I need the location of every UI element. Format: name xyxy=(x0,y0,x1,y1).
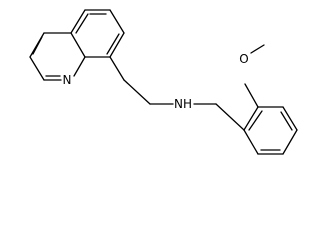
bond xyxy=(123,79,151,105)
quinoline-nitrogen-label: N xyxy=(63,73,72,87)
double-bond-inner xyxy=(75,13,89,34)
double-bond-inner xyxy=(32,36,43,55)
double-bond-inner xyxy=(248,110,263,131)
bond xyxy=(243,106,259,131)
bond-to-oxygen xyxy=(244,83,259,108)
double-bond-inner xyxy=(280,111,293,131)
bond xyxy=(29,56,45,81)
amine-label: NH xyxy=(174,97,192,111)
bond xyxy=(109,9,125,34)
chemical-structure-diagram: N NH O xyxy=(29,9,298,155)
bond xyxy=(70,9,86,34)
quinoline-pyridine-ring xyxy=(29,32,86,81)
bond-from-nitrogen xyxy=(73,56,86,77)
bond xyxy=(109,32,125,58)
methyl-bond xyxy=(250,44,265,54)
double-bond-inner xyxy=(106,33,120,55)
ring-fusion-bond xyxy=(70,32,86,58)
structure-canvas: N NH O xyxy=(29,9,298,155)
methoxy-group xyxy=(244,44,265,108)
quinoline-benzo-ring xyxy=(70,9,125,58)
bond xyxy=(282,106,298,131)
methoxyphenyl-ring xyxy=(243,106,298,155)
bond xyxy=(215,103,245,131)
methoxy-oxygen-label: O xyxy=(239,52,248,66)
bond xyxy=(109,56,125,81)
amine-linker xyxy=(109,56,245,131)
bond xyxy=(282,129,298,155)
bond xyxy=(243,129,259,155)
